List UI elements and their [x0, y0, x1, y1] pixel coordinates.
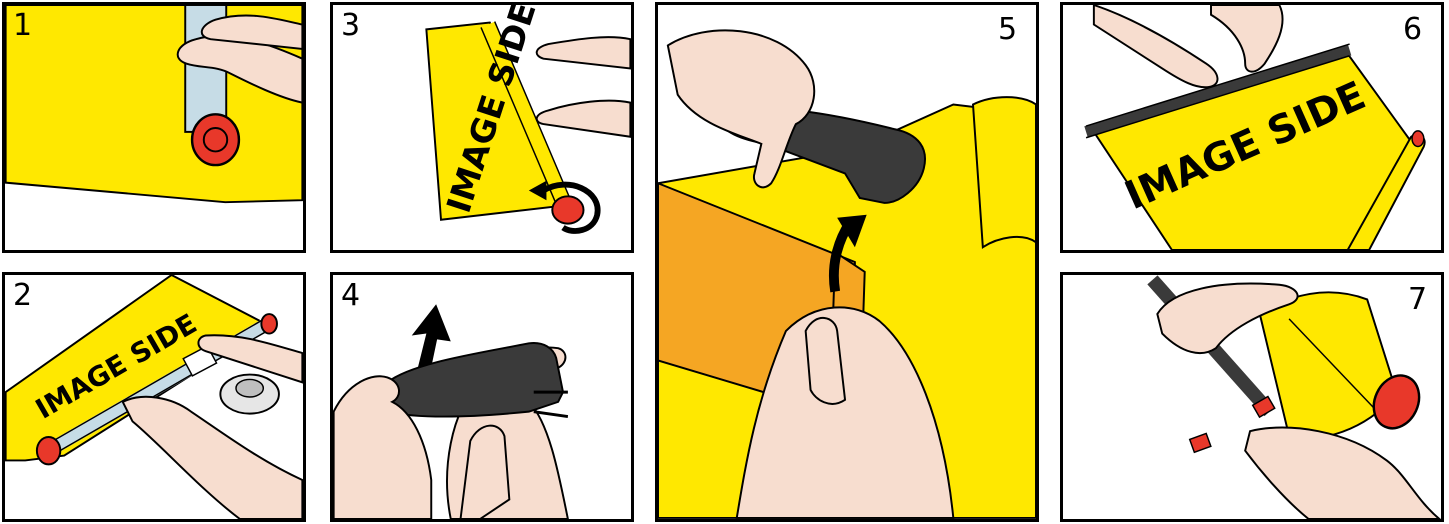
step-number: 5 [998, 15, 1017, 45]
hand-left [1094, 5, 1218, 87]
step-number: 7 [1408, 285, 1427, 315]
step-3-illustration: IMAGE SIDE [333, 5, 631, 250]
tape-roll-hole [236, 379, 263, 397]
step-number: 4 [341, 281, 360, 311]
hand-top [537, 37, 631, 68]
step-number: 3 [341, 11, 360, 41]
step-1-illustration [5, 5, 303, 250]
end-cap-right [261, 314, 277, 334]
step-number: 1 [13, 11, 32, 41]
hand-bottom [1245, 428, 1439, 520]
step-5-panel: 5 [655, 2, 1039, 522]
hand-bottom [537, 101, 631, 137]
step-2-panel: IMAGE SIDE 2 [2, 272, 306, 522]
step-6-illustration: IMAGE SIDE [1063, 5, 1441, 250]
step-2-illustration: IMAGE SIDE [5, 275, 303, 519]
step-6-panel: IMAGE SIDE 6 [1060, 2, 1444, 253]
step-4-panel: 4 [330, 272, 634, 522]
step-number: 6 [1403, 15, 1422, 45]
step-1-panel: 1 [2, 2, 306, 253]
step-4-illustration [333, 275, 631, 519]
end-cap [192, 114, 239, 165]
end-cap-left [37, 437, 60, 464]
step-3-panel: IMAGE SIDE 3 [330, 2, 634, 253]
step-5-illustration [658, 5, 1036, 519]
roller [973, 97, 1036, 247]
step-7-illustration [1063, 275, 1441, 519]
end-cap [552, 196, 583, 223]
end-clamp [387, 343, 563, 416]
hand-right [1211, 5, 1283, 72]
step-7-panel: 7 [1060, 272, 1444, 522]
end-cap [1412, 131, 1424, 147]
hand-lower [123, 397, 303, 519]
step-number: 2 [13, 281, 32, 311]
detached-clip [1190, 433, 1211, 452]
